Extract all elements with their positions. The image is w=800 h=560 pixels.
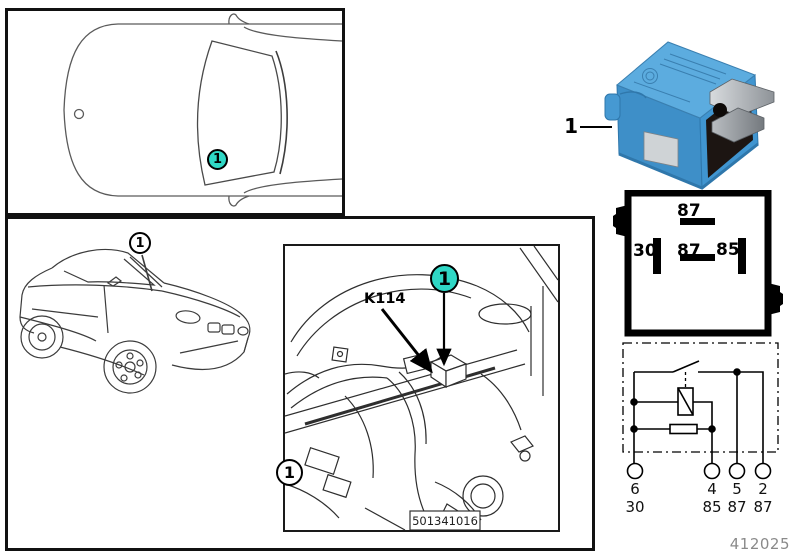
relay-item-number[interactable]: 1: [564, 114, 578, 138]
pin-slot-87-center: [680, 254, 715, 261]
pin-diagram-left-tab: [613, 205, 628, 237]
hood-part-marker-label: 1: [212, 152, 223, 167]
document-number: 412025: [729, 535, 790, 553]
schematic-terminal-87b: 87: [753, 498, 772, 516]
pin-diagram-right-tab: [768, 283, 783, 315]
pin-label-85: 85: [716, 240, 740, 260]
terminal-circle-87b: [754, 462, 772, 480]
hood-top-view-art: [63, 13, 342, 207]
schematic-pin-4: 4: [707, 480, 717, 498]
car-linework: [19, 248, 251, 394]
terminal-circle-30: [626, 462, 644, 480]
resistor-symbol: [669, 423, 698, 435]
pin-slot-85: [738, 238, 746, 274]
relay-body: [604, 41, 775, 190]
pin-label-87-center: 87: [677, 241, 701, 261]
schematic-linework: [622, 342, 779, 480]
pin-slot-30: [653, 238, 661, 274]
car-callout-label: 1: [135, 235, 145, 251]
terminal-circle-87a: [728, 462, 746, 480]
engine-bay-linework: [285, 246, 558, 530]
pin-label-30: 30: [633, 241, 657, 261]
engine-bay-detail-image: K114 501341016 1: [283, 244, 560, 532]
detail-part-marker-label: 1: [437, 267, 452, 290]
schematic-terminal-85: 85: [702, 498, 721, 516]
k114-arrow: [380, 308, 433, 374]
relay-photo: [604, 41, 775, 190]
pin-slot-87-top: [680, 218, 715, 225]
relay-top-markings: [633, 53, 727, 103]
terminal-circle-85: [703, 462, 721, 480]
detail-corner-callout-label: 1: [283, 463, 296, 482]
schematic-pin-2: 2: [758, 480, 768, 498]
image-number: 501341016: [412, 514, 478, 528]
schematic-pin-5: 5: [732, 480, 742, 498]
circuit-schematic: 6 4 5 2 30 85 87 87: [622, 342, 779, 516]
relay-item-leader-line: [580, 126, 612, 128]
pin-label-87-top: 87: [677, 201, 701, 221]
component-code-label: K114: [364, 291, 406, 307]
relay-boundary: [622, 342, 779, 453]
schematic-terminal-30: 30: [625, 498, 644, 516]
hood-linework: [63, 13, 342, 207]
schematic-pin-6: 6: [630, 480, 640, 498]
detail-corner-callout[interactable]: 1: [276, 459, 303, 486]
car-art: [19, 248, 251, 394]
hood-part-marker[interactable]: 1: [207, 149, 228, 170]
hood-view-panel: 1: [5, 8, 345, 216]
detail-part-marker[interactable]: 1: [430, 264, 459, 293]
schematic-terminal-87a: 87: [727, 498, 746, 516]
location-panel: 1: [5, 216, 595, 551]
car-callout[interactable]: 1: [129, 232, 151, 254]
engine-bay-art: K114 501341016: [285, 246, 558, 530]
pin-diagram: 87 30 87 85: [613, 190, 783, 337]
image-number-plate: [409, 510, 481, 530]
